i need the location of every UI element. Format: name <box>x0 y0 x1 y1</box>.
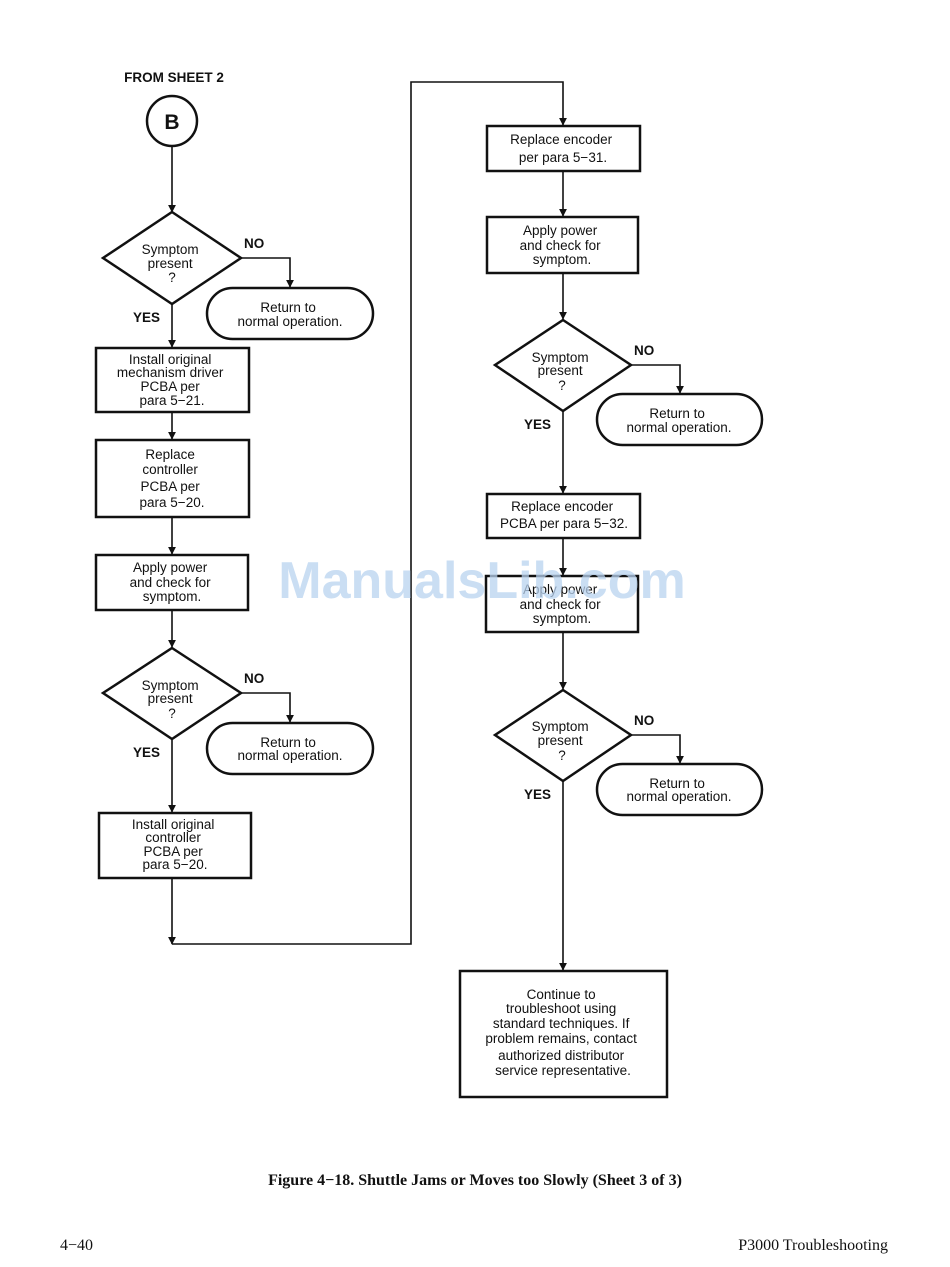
no-label-3: NO <box>634 343 654 358</box>
figure-caption: Figure 4−18. Shuttle Jams or Moves too S… <box>268 1172 682 1189</box>
process-label-apply-power-2: Apply power and check for symptom. <box>520 223 605 267</box>
process-label-apply-power-1: Apply power and check for symptom. <box>130 560 215 604</box>
process-label-replace-encoder-pcba: Replace encoder PCBA per para 5−32. <box>500 499 628 531</box>
process-replace-encoder-pcba <box>485 492 642 540</box>
terminator-return-normal-4 <box>595 762 764 817</box>
terminator-return-normal-3 <box>595 392 764 447</box>
decision-symptom-present-2 <box>100 646 244 741</box>
process-label-install-original-controller: Install original controller PCBA per par… <box>132 817 218 872</box>
process-label-continue-troubleshoot: Continue to troubleshoot using standard … <box>485 987 640 1078</box>
process-label-install-mechanism-driver: Install original mechanism driver PCBA p… <box>117 352 227 408</box>
connector-circle <box>145 94 199 148</box>
process-replace-encoder <box>485 124 642 173</box>
connector-letter: B <box>164 111 179 134</box>
process-apply-power-1 <box>94 553 250 612</box>
decision-symptom-present-4 <box>492 688 634 783</box>
process-label-apply-power-3: Apply power and check for symptom. <box>520 582 605 626</box>
process-label-replace-encoder: Replace encoder per para 5−31. <box>510 132 616 165</box>
no-label-2: NO <box>244 671 264 686</box>
process-apply-power-3 <box>484 574 640 634</box>
terminator-return-normal-1 <box>205 286 375 341</box>
process-label-replace-controller: Replace controller PCBA per para 5−20. <box>140 447 205 510</box>
terminator-label-3: Return to normal operation. <box>626 406 731 435</box>
process-install-original-controller <box>97 811 253 880</box>
decision-label-2: Symptom present ? <box>142 678 203 721</box>
yes-label-3: YES <box>524 417 551 432</box>
watermark: ManualsLib.com <box>278 552 685 610</box>
process-continue-troubleshoot <box>458 969 669 1099</box>
decision-symptom-present-3 <box>492 318 634 413</box>
terminator-return-normal-2 <box>205 721 375 776</box>
decision-label-4: Symptom present ? <box>532 719 593 763</box>
terminator-label-4: Return to normal operation. <box>626 776 731 804</box>
decision-symptom-present-1 <box>100 210 244 306</box>
yes-label-1: YES <box>133 310 160 325</box>
process-replace-controller <box>94 438 251 519</box>
process-apply-power-2 <box>485 215 640 275</box>
manual-section-title: P3000 Troubleshooting <box>738 1237 888 1254</box>
decision-label-1: Symptom present ? <box>142 242 203 285</box>
no-label-1: NO <box>244 236 264 251</box>
yes-label-2: YES <box>133 745 160 760</box>
terminator-label-1: Return to normal operation. <box>237 300 342 329</box>
from-sheet-label: FROM SHEET 2 <box>124 70 224 85</box>
yes-label-4: YES <box>524 787 551 802</box>
decision-label-3: Symptom present ? <box>532 350 593 393</box>
process-install-mechanism-driver <box>94 346 251 414</box>
no-label-4: NO <box>634 713 654 728</box>
page-number: 4−40 <box>60 1237 94 1254</box>
terminator-label-2: Return to normal operation. <box>237 735 342 763</box>
connector-lines <box>168 81 684 971</box>
